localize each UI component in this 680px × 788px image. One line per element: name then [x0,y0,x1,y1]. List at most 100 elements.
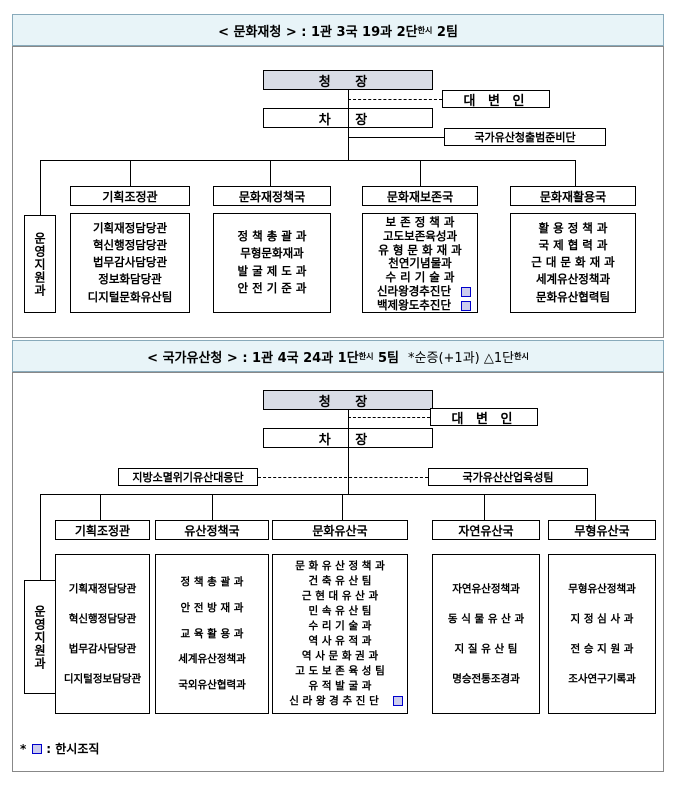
unit-item: 기획재정담당관 [68,582,137,595]
temporary-org-icon [461,286,471,297]
bottom-bureau-4: 자연유산국 [432,520,540,540]
unit-item: 보 존 정 책 과 [385,215,455,229]
bottom-branch-line [40,494,596,495]
top-spokesman-link [348,99,442,100]
bottom-units-4: 자연유산정책과 동 식 물 유 산 과 지 질 유 산 팀 명승전통조경과 [432,554,540,714]
unit-item: 역 사 문 화 권 과 [301,650,379,663]
unit-item: 고도보존육성과 [382,228,458,243]
unit-item: 교 육 활 용 과 [180,627,244,640]
unit-item: 안 전 방 재 과 [180,601,244,614]
unit-item: 명승전통조경과 [452,672,520,685]
bottom-support-drop [40,494,41,580]
unit-item: 정보화담당관 [98,272,162,287]
top-support-office: 운영지원과 [24,215,56,313]
top-b4-drop [575,160,576,186]
unit-item: 국외유산협력과 [178,679,246,692]
bottom-b4-drop [484,494,485,520]
unit-item: 지 질 유 산 팀 [454,642,518,655]
unit-item: 근 현 대 유 산 과 [301,590,379,603]
unit-item: 지 정 심 사 과 [570,612,634,625]
top-units-3: 보 존 정 책 과 고도보존육성과 유 형 문 화 재 과 천연기념물과 수 리… [362,213,478,313]
top-chief-box: 청 장 [263,70,433,90]
top-prep-team-box: 국가유산청출범준비단 [444,128,606,146]
bottom-trunk-line [348,410,349,494]
bottom-b2-drop [212,494,213,520]
top-banner-text: < 문화재청 > : 1관 3국 19과 2단 [218,24,418,40]
unit-item: 활 용 정 책 과 [538,220,608,235]
legend-text: : 한시조직 [46,742,100,756]
unit-item: 디지털정보담당관 [63,672,142,685]
bottom-support-office: 운영지원과 [24,580,56,694]
temporary-org-icon [32,743,43,754]
bottom-disaster-team-box: 지방소멸위기유산대응단 [118,468,258,486]
unit-item: 유 형 문 화 재 과 [378,242,462,257]
unit-item: 세계유산정책과 [535,272,611,287]
unit-item: 백제왕도추진단 [376,297,452,312]
unit-item: 세계유산정책과 [178,653,246,666]
top-units-2: 정 책 총 괄 과 무형문화재과 발 굴 제 도 과 안 전 기 준 과 [213,213,331,313]
unit-item: 문화유산협력팀 [535,289,611,304]
unit-item: 동 식 물 유 산 과 [447,612,525,625]
bottom-bureau-2: 유산정책국 [155,520,269,540]
unit-item: 디지털문화유산팀 [87,289,173,304]
bottom-b5-drop [595,494,596,520]
legend-prefix: * [20,741,27,756]
unit-item: 국 제 협 력 과 [538,237,608,252]
top-branch-line [40,160,576,161]
unit-item: 조사연구기록과 [568,672,636,685]
unit-item: 안 전 기 준 과 [237,281,307,296]
bottom-banner-sup: 한시 [358,351,374,361]
top-banner-tail: 2팀 [436,24,458,40]
bottom-units-2: 정 책 총 괄 과 안 전 방 재 과 교 육 활 용 과 세계유산정책과 국외… [155,554,269,714]
unit-item: 문 화 유 산 정 책 과 [295,560,385,573]
unit-item: 고 도 보 존 육 성 팀 [295,665,385,678]
top-b1-drop [130,160,131,186]
bottom-industry-team-box: 국가유산산업육성팀 [428,468,588,486]
unit-item: 정 책 총 괄 과 [180,576,244,589]
unit-item: 민 속 유 산 팀 [308,605,372,618]
bottom-spokesman-link [348,417,430,418]
top-units-1: 기획재정담당관 혁신행정담당관 법무감사담당관 정보화담당관 디지털문화유산팀 [70,213,190,313]
unit-item: 기획재정담당관 [92,220,168,235]
top-prep-link [348,137,444,138]
unit-item: 유 적 발 굴 과 [308,679,372,692]
unit-item: 신 라 왕 경 추 진 단 [289,694,379,707]
unit-item: 자연유산정책과 [452,582,520,595]
bottom-units-3: 문 화 유 산 정 책 과 건 축 유 산 팀 근 현 대 유 산 과 민 속 … [272,554,408,714]
bottom-units-5: 무형유산정책과 지 정 심 사 과 전 승 지 원 과 조사연구기록과 [548,554,656,714]
bottom-banner-note-sup: 한시 [514,351,529,361]
unit-item: 무형유산정책과 [568,582,636,595]
unit-item: 무형문화재과 [240,246,304,261]
bottom-b3-drop [342,494,343,520]
top-bureau-4: 문화재활용국 [510,186,636,206]
bottom-bureau-5: 무형유산국 [548,520,656,540]
top-b3-drop [420,160,421,186]
top-bureau-3: 문화재보존국 [362,186,478,206]
unit-item: 법무감사담당관 [68,642,137,655]
top-bureau-2: 문화재정책국 [213,186,331,206]
top-banner-sup: 한시 [417,25,433,35]
bottom-banner-text: < 국가유산청 > : 1관 4국 24과 1단 [147,350,359,366]
temporary-org-icon [461,300,471,311]
unit-item: 전 승 지 원 과 [570,642,634,655]
unit-item: 혁신행정담당관 [68,612,137,625]
unit-item: 혁신행정담당관 [92,237,168,252]
top-b2-drop [270,160,271,186]
unit-item: 신라왕경추진단 [376,283,452,298]
bottom-bureau-3: 문화유산국 [272,520,408,540]
unit-item: 근 대 문 화 재 과 [531,255,615,270]
unit-item: 건 축 유 산 팀 [308,575,372,588]
top-units-4: 활 용 정 책 과 국 제 협 력 과 근 대 문 화 재 과 세계유산정책과 … [510,213,636,313]
legend-note: * : 한시조직 [20,740,99,757]
temporary-org-icon [393,696,403,707]
unit-item: 역 사 유 적 과 [308,635,372,648]
unit-item: 발 굴 제 도 과 [237,263,307,278]
unit-item: 수 리 기 술 과 [308,620,372,633]
bottom-b1-drop [100,494,101,520]
bottom-banner-note: *순증(+1과) △1단 [408,350,515,366]
unit-item: 정 책 총 괄 과 [237,228,307,243]
top-bureau-1: 기획조정관 [70,186,190,206]
top-spokesman-box: 대 변 인 [442,90,550,109]
